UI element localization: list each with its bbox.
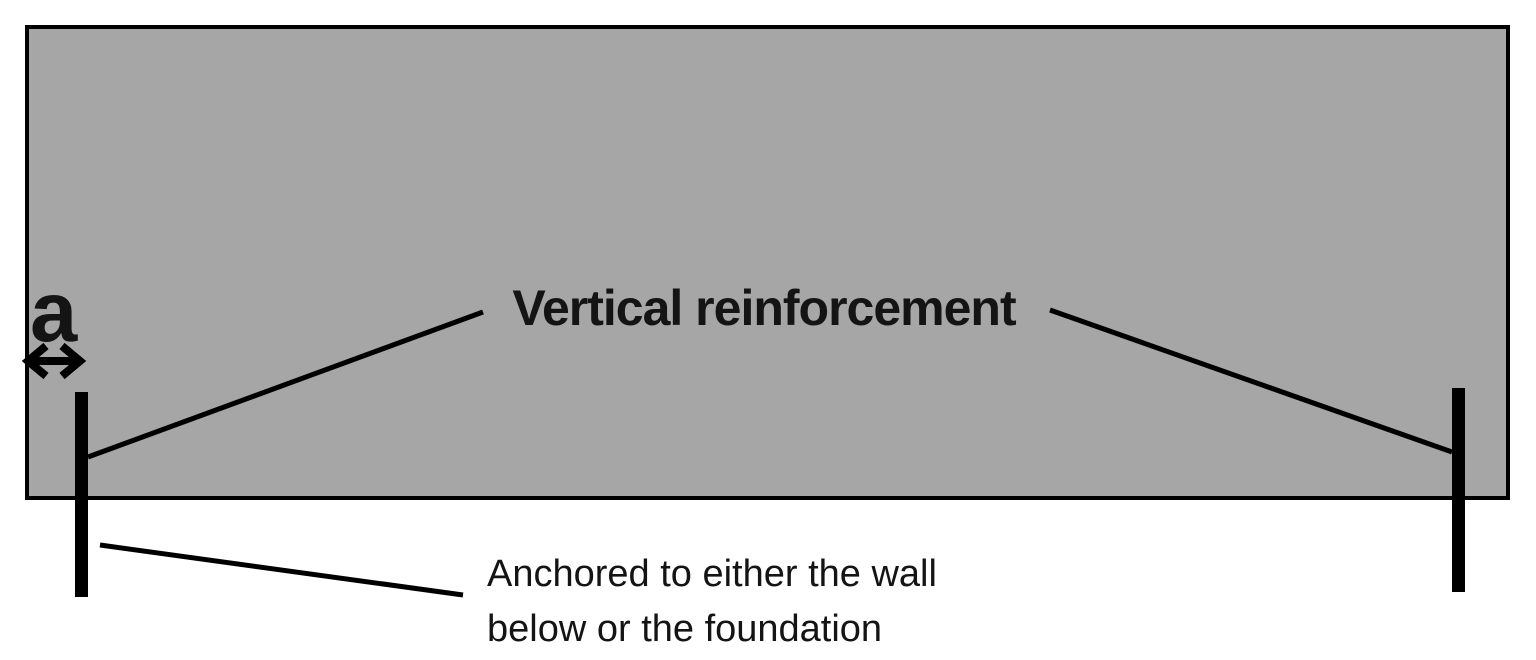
- anchor-note: Anchored to either the wall below or the…: [487, 547, 937, 657]
- wall-rectangle: [25, 25, 1510, 500]
- anchor-note-line1: Anchored to either the wall: [487, 553, 937, 595]
- anchor-note-line2: below or the foundation: [487, 608, 883, 650]
- reinforcement-label: Vertical reinforcement: [512, 280, 1016, 336]
- dimension-label: a: [30, 265, 78, 360]
- right-rebar: [1452, 388, 1465, 592]
- left-rebar: [75, 392, 88, 597]
- leader-line-note: [99, 542, 464, 598]
